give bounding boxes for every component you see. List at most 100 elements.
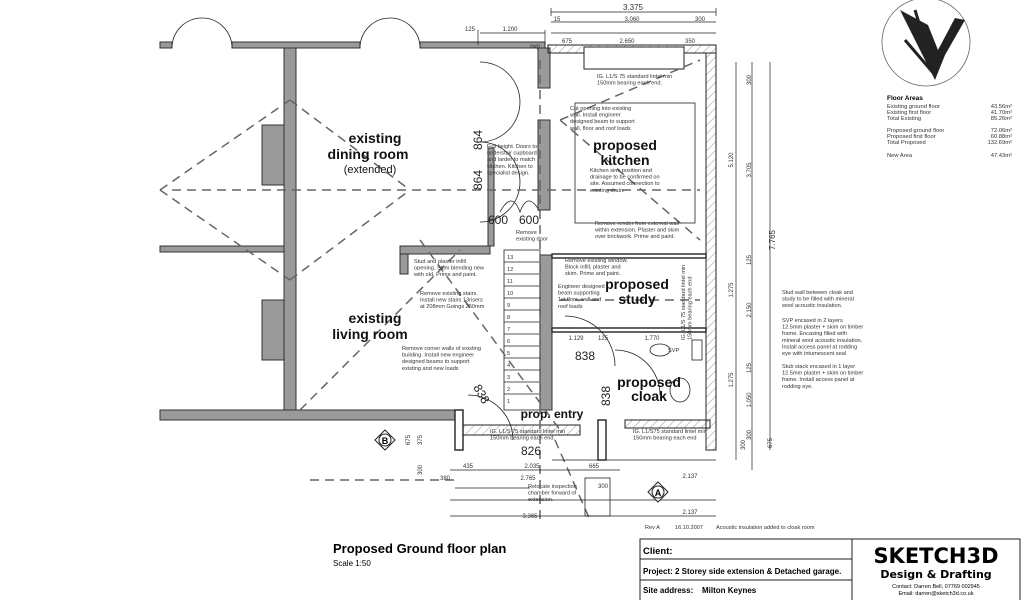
note-full-height: specialist design. bbox=[487, 170, 530, 176]
extension-walls bbox=[454, 44, 717, 461]
floor-area-value: 85.26m² bbox=[991, 116, 1012, 122]
new-wall-bottom bbox=[624, 419, 711, 429]
stair-number: 13 bbox=[507, 255, 513, 261]
note-kitchen-sink: existing drain. bbox=[590, 188, 625, 194]
door-width: 600 bbox=[519, 213, 539, 227]
door-widths: 864 864 600 600 838 838 838 826 bbox=[470, 130, 613, 458]
stair-number: 8 bbox=[507, 315, 510, 321]
wall-segment bbox=[159, 41, 173, 49]
floor-area-value: 43.56m² bbox=[991, 104, 1012, 110]
stair-number: 11 bbox=[507, 279, 513, 285]
dim-label: 125 bbox=[747, 254, 753, 265]
room-label-dining: dining room bbox=[328, 146, 409, 162]
dim-label: 2.150 bbox=[747, 302, 753, 318]
note-engineer-beam: roof loads bbox=[558, 304, 583, 310]
floor-area-label: Proposed first floor bbox=[887, 134, 936, 140]
door-width: 826 bbox=[521, 444, 541, 458]
section-label: A bbox=[655, 488, 662, 498]
stair-number: 12 bbox=[507, 267, 513, 273]
dim-label: 1.200 bbox=[502, 27, 518, 33]
french-doors[interactable] bbox=[171, 17, 421, 49]
revision-row: Rev A 16.10.2007 Acoustic insulation add… bbox=[645, 525, 815, 531]
note-stud-infill: with old. Prime and paint. bbox=[413, 272, 477, 278]
note-remove-door: existing door bbox=[516, 237, 548, 243]
note-cut-opening: wall, floor and roof loads bbox=[569, 126, 631, 132]
note-remove-window: Remove existing window. bbox=[565, 258, 628, 264]
stair-number: 4 bbox=[507, 363, 510, 369]
note-remove-render: Remove render from external wall bbox=[595, 221, 679, 227]
floor-area-label: Existing first floor bbox=[887, 110, 931, 116]
dim-label: 380 bbox=[440, 476, 451, 482]
dim-label: 3.705 bbox=[747, 162, 753, 178]
basin bbox=[649, 343, 671, 357]
note-stud-infill: opening. Skim blending new bbox=[414, 266, 485, 272]
dimension-labels: 3.375 15 3.060 300 125 1.200 675 2.650 3… bbox=[406, 3, 777, 520]
dashed-lines bbox=[159, 59, 701, 521]
note-remove-stairs: Install new stairs 13risers bbox=[420, 298, 483, 304]
annotations: IG. L1/S 75 standard lintel min 150mm bea… bbox=[402, 74, 863, 503]
room-label-dining: existing bbox=[349, 130, 402, 146]
section-a-icon bbox=[651, 485, 665, 499]
note-full-height: Full height. Doors to bbox=[487, 144, 537, 150]
dim-label: 2.137 bbox=[682, 510, 698, 516]
dim-label: 7.765 bbox=[768, 229, 777, 250]
dining-doors[interactable] bbox=[479, 61, 521, 223]
stair-number: 2 bbox=[507, 387, 510, 393]
dimension-lines bbox=[450, 8, 771, 517]
cupboard-doors[interactable] bbox=[499, 200, 541, 214]
note-svp: 12.5mm plaster + skim on timber bbox=[782, 325, 863, 331]
section-marker-b: B bbox=[374, 429, 396, 451]
note-full-height: understair cupboard bbox=[487, 151, 537, 157]
logo: SKETCH3D bbox=[873, 544, 998, 568]
dim-label: 300 bbox=[747, 429, 753, 440]
note-stub-stack: Stub stack encased in 1 layer bbox=[782, 364, 855, 370]
room-labels: existing dining room (extended) existing… bbox=[328, 130, 681, 421]
logo-subtitle: Design & Drafting bbox=[880, 568, 991, 581]
wall-segment bbox=[597, 419, 607, 461]
note-lintel-top: IG. L1/S 75 standard lintel min bbox=[597, 74, 672, 80]
note-svp: Install access panel at rodding bbox=[782, 344, 857, 350]
title-block: Client: Project: 2 Storey side extension… bbox=[639, 538, 1021, 600]
note-full-height: kitchen. Kitchen to bbox=[487, 164, 533, 170]
note-cut-opening: wall. Install engineer bbox=[569, 113, 621, 119]
door-width: 864 bbox=[471, 170, 485, 190]
note-engineer-beam: beam supporting bbox=[558, 291, 600, 297]
note-remove-door: Remove bbox=[516, 230, 537, 236]
note-engineer-beam: Engineer designed bbox=[558, 284, 605, 290]
stair-number: 3 bbox=[507, 375, 510, 381]
svp-box bbox=[691, 339, 703, 361]
dim-label: 300 bbox=[598, 484, 609, 490]
entry-door[interactable] bbox=[467, 394, 514, 441]
wall-segment bbox=[419, 41, 546, 49]
dim-label: 1.770 bbox=[644, 336, 660, 342]
kitchen-study-wall bbox=[551, 253, 707, 259]
note-lintel-bottom-left: 150mm bearing each end. bbox=[490, 436, 555, 442]
floor-area-value: 60.88m² bbox=[991, 134, 1012, 140]
room-label-kitchen: proposed bbox=[593, 137, 657, 153]
site-address-value: Milton Keynes bbox=[702, 586, 757, 595]
site-address-label: Site address: bbox=[643, 586, 693, 595]
chimney-breast bbox=[261, 124, 285, 186]
cloak-door[interactable] bbox=[614, 349, 661, 396]
note-lintel-bottom-right: 150mm bearing each end bbox=[633, 436, 696, 442]
note-relocate: Relocate inspection bbox=[528, 484, 577, 490]
dim-label: 125 bbox=[598, 336, 609, 342]
new-wall-right bbox=[705, 52, 717, 451]
note-remove-corner: building. Install new engineer bbox=[402, 353, 474, 359]
revision-description: Acoustic insulation added to cloak room bbox=[716, 525, 815, 531]
note-svp: frame. Encasing filled with bbox=[782, 331, 847, 337]
dim-label: 665 bbox=[589, 464, 600, 470]
note-stud-wall: wool acoustic insulation. bbox=[781, 303, 843, 309]
wall-segment bbox=[159, 245, 285, 253]
room-label-cloak: proposed bbox=[617, 374, 681, 390]
room-label-cloak: cloak bbox=[631, 388, 667, 404]
note-svp: SVP encased in 2 layers bbox=[782, 318, 843, 324]
dim-label: 1.129 bbox=[568, 336, 584, 342]
study-door[interactable] bbox=[564, 315, 616, 367]
note-full-height: and larder to match bbox=[487, 157, 535, 163]
dim-label: 675 bbox=[406, 434, 412, 445]
floor-area-label: Proposed ground floor bbox=[887, 128, 944, 134]
note-relocate: chamber forward of bbox=[528, 491, 577, 497]
room-label-living: living room bbox=[332, 326, 407, 342]
